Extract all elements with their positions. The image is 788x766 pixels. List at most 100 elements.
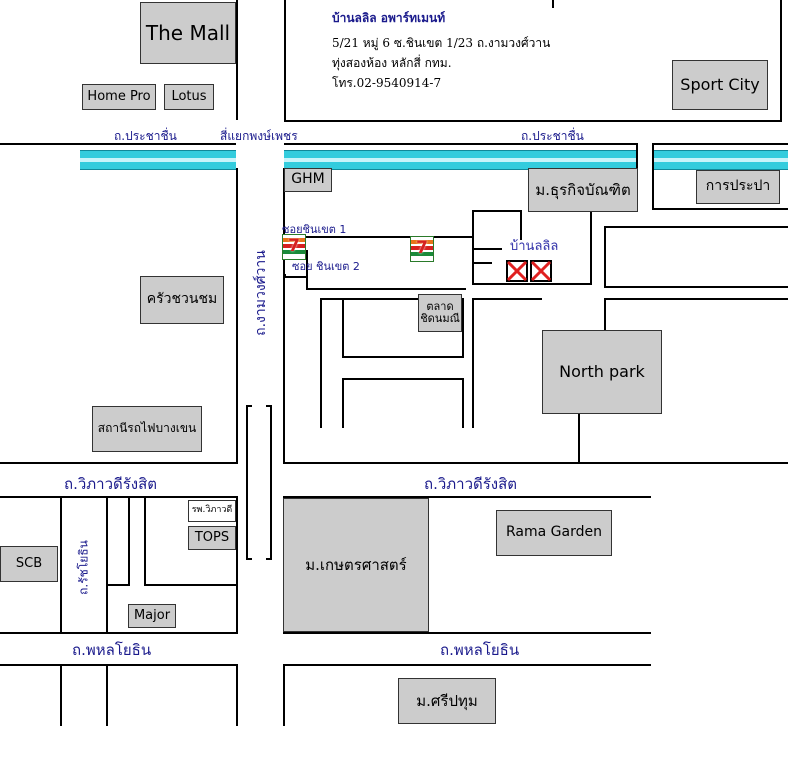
- landmark-restaurant: ครัวชวนชม: [140, 276, 224, 324]
- road-line: [0, 143, 236, 145]
- road-line: [284, 276, 306, 278]
- road-line: [342, 378, 344, 428]
- seven-eleven-icon: 7: [282, 234, 306, 260]
- road-line: [652, 143, 654, 208]
- road-line: [236, 0, 238, 120]
- crossed-out-icon: [506, 260, 528, 282]
- road-line: [106, 496, 128, 498]
- landmark-hospital: รพ.วิภาวดี: [188, 500, 236, 522]
- road-line: [236, 497, 238, 632]
- road-line: [472, 210, 474, 285]
- road-line: [472, 210, 520, 212]
- road-line: [342, 356, 462, 358]
- road-line: [0, 462, 238, 464]
- road-line: [652, 208, 788, 210]
- landmark-tops: TOPS: [188, 526, 236, 550]
- road-line: [236, 664, 238, 726]
- road-line: [472, 262, 492, 264]
- road-line: [106, 584, 108, 632]
- canal-segment: [652, 150, 788, 170]
- landmark-kasetsart: ม.เกษตรศาสตร์: [283, 498, 429, 632]
- road-line: [342, 298, 344, 358]
- road-line: [520, 210, 522, 240]
- road-line: [60, 664, 62, 726]
- road-label-intersection: สี่แยกพงษ์เพชร: [220, 129, 298, 143]
- address-line2: ทุ่งสองห้อง หลักสี่ กทม.: [332, 56, 452, 70]
- expressway-line: [266, 405, 272, 407]
- crossed-out-icon: [530, 260, 552, 282]
- road-line: [320, 298, 322, 428]
- road-line: [590, 210, 592, 285]
- road-line: [106, 664, 108, 726]
- road-line: [283, 632, 651, 634]
- road-line: [604, 226, 606, 286]
- canal-segment: [80, 150, 236, 170]
- road-line: [144, 496, 146, 584]
- road-label-ratchayothin: ถ.รัชโยธิน: [76, 540, 91, 595]
- canal-segment: [284, 150, 636, 170]
- road-line: [283, 664, 285, 726]
- road-line: [462, 298, 464, 358]
- landmark-waterworks: การประปา: [696, 170, 780, 204]
- road-line: [604, 286, 788, 288]
- landmark-the-mall: The Mall: [140, 2, 236, 64]
- road-line: [472, 283, 590, 285]
- road-line: [306, 250, 308, 290]
- road-line: [236, 168, 238, 463]
- road-line: [780, 0, 782, 122]
- road-line: [462, 378, 464, 428]
- road-line: [472, 298, 542, 300]
- address-phone: โทร.02-9540914-7: [332, 76, 442, 90]
- road-line: [306, 288, 466, 290]
- road-label-prachachuen: ถ.ประชาชื่น: [114, 129, 177, 143]
- landmark-scb: SCB: [0, 546, 58, 582]
- road-label-prachachuen: ถ.ประชาชื่น: [521, 129, 584, 143]
- landmark-train-station: สถานีรถไฟบางเขน: [92, 406, 202, 452]
- road-line: [283, 496, 651, 498]
- landmark-home-pro: Home Pro: [82, 84, 156, 110]
- road-line: [604, 298, 788, 300]
- landmark-sport-city: Sport City: [672, 60, 768, 110]
- road-line: [284, 120, 780, 122]
- expressway-line: [246, 405, 252, 407]
- landmark-rama-garden: Rama Garden: [496, 510, 612, 556]
- expressway-line: [246, 558, 252, 560]
- seven-eleven-icon: 7: [410, 236, 434, 262]
- road-line: [0, 632, 238, 634]
- road-line: [283, 168, 285, 463]
- road-line: [106, 496, 108, 584]
- road-line: [144, 584, 238, 586]
- road-line: [604, 226, 788, 228]
- road-line: [652, 143, 788, 145]
- road-label-soi-2: ซอย ชินเขต 2: [292, 260, 360, 273]
- landmark-market: ตลาด ชิดนมณี: [418, 294, 462, 332]
- expressway-line: [266, 558, 272, 560]
- landmark-ghm: GHM: [284, 168, 332, 192]
- road-line: [342, 378, 462, 380]
- landmark-major: Major: [128, 604, 176, 628]
- road-line: [284, 143, 636, 145]
- road-line: [604, 298, 606, 332]
- road-line: [320, 298, 464, 300]
- landmark-dpu: ม.ธุรกิจบัณฑิต: [528, 168, 638, 212]
- road-label-phahonyothin: ถ.พหลโยธิน: [440, 641, 520, 659]
- road-line: [128, 496, 130, 584]
- road-line: [60, 496, 62, 632]
- road-line: [578, 414, 580, 464]
- landmark-north-park: North park: [542, 330, 662, 414]
- road-label-vibhavadi: ถ.วิภาวดีรังสิต: [64, 475, 158, 493]
- landmark-sripatum: ม.ศรีปทุม: [398, 678, 496, 724]
- road-label-soi-1: ซอยชินเขต 1: [282, 223, 347, 236]
- road-label-ngamwongwan: ถ.งามวงศ์วาน: [253, 250, 269, 336]
- road-label-phahonyothin: ถ.พหลโยธิน: [72, 641, 152, 659]
- expressway-line: [246, 405, 248, 560]
- road-line: [552, 0, 554, 8]
- road-line: [283, 664, 651, 666]
- road-line: [284, 0, 286, 120]
- address-line1: 5/21 หมู่ 6 ซ.ชินเขต 1/23 ถ.งามวงศ์วาน: [332, 36, 551, 50]
- road-line: [284, 236, 472, 238]
- road-line: [0, 664, 238, 666]
- road-line: [106, 584, 130, 586]
- address-name: บ้านลลิล อพาร์ทเมนท์: [332, 11, 446, 25]
